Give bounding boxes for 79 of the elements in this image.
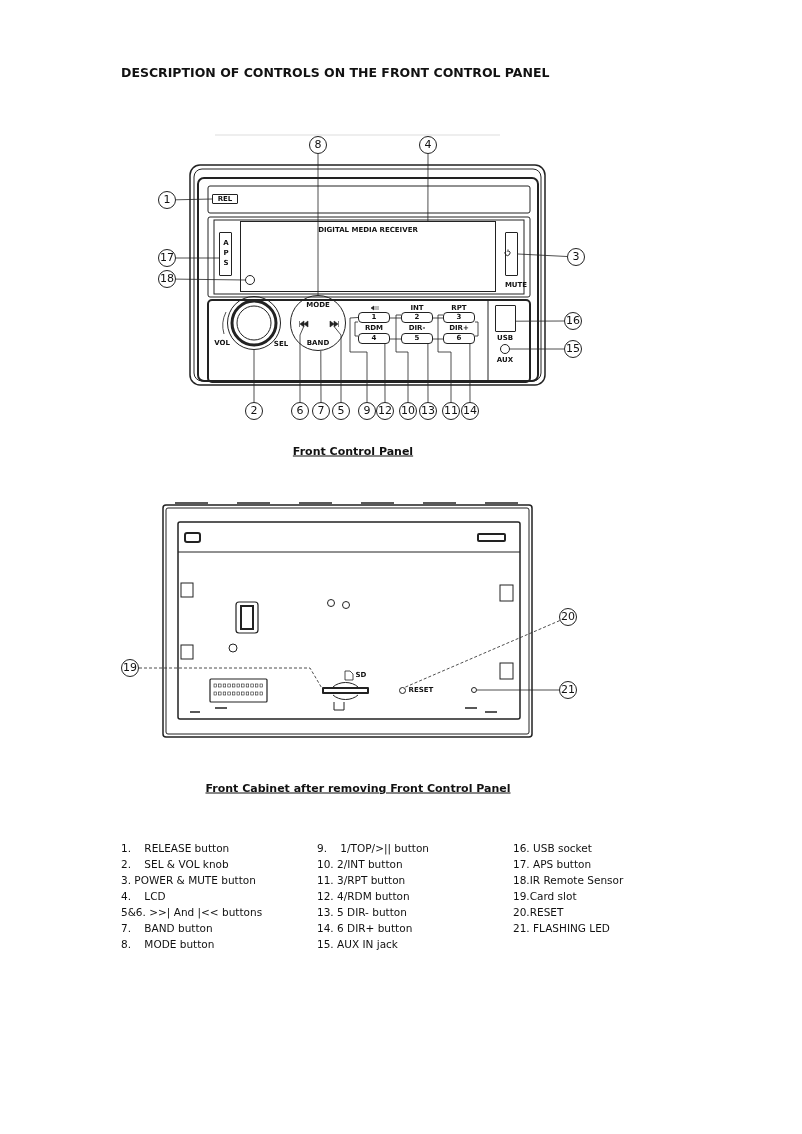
leader-line (469, 343, 471, 403)
description-item: 2. SEL & VOL knob (121, 859, 229, 870)
leader-line (299, 326, 304, 403)
description-item: 1. RELEASE button (121, 843, 230, 854)
callout-number: 10 (399, 402, 417, 420)
description-item: 15. AUX IN jack (317, 939, 398, 950)
callout-number: 9 (358, 402, 376, 420)
description-item: 3. POWER & MUTE button (121, 875, 256, 886)
callout-number: 3 (567, 248, 585, 266)
leader-line (517, 253, 568, 257)
preset-button (358, 312, 390, 323)
callout-number: 12 (376, 402, 394, 420)
preset-button (401, 312, 433, 323)
preset-button (401, 333, 433, 344)
description-item: 13. 5 DIR- button (317, 907, 407, 918)
callout-number: 17 (158, 249, 176, 267)
leader-line (320, 350, 322, 403)
leader-line (253, 349, 255, 403)
callout-number: 11 (442, 402, 460, 420)
callout-number: 7 (312, 402, 330, 420)
description-item: 21. FLASHING LED (513, 923, 610, 934)
leader-line (384, 343, 386, 403)
callout-number: 16 (564, 312, 582, 330)
description-item: 10. 2/INT button (317, 859, 403, 870)
description-item: 18.IR Remote Sensor (513, 875, 624, 886)
description-item: 12. 4/RDM button (317, 891, 410, 902)
description-item: 11. 3/RPT button (317, 875, 406, 886)
leader-line (515, 320, 565, 322)
leader-line (175, 198, 213, 201)
leader-line (427, 343, 429, 403)
callout-number: 8 (309, 136, 327, 154)
leader-line (349, 317, 368, 403)
aps-button (219, 232, 232, 276)
leader-line (476, 689, 560, 691)
leader-line (395, 314, 409, 403)
figure-caption: Front Cabinet after removing Front Control Panel (205, 782, 511, 794)
callout-number: 20 (559, 608, 577, 626)
preset-button (443, 333, 475, 344)
callout-number: 5 (332, 402, 350, 420)
release-button (212, 194, 238, 204)
callout-number: 6 (291, 402, 309, 420)
description-item: 19.Card slot (513, 891, 577, 902)
description-item: 8. MODE button (121, 939, 215, 950)
figure-caption: Front Control Panel (292, 445, 414, 457)
callout-number: 15 (564, 340, 582, 358)
description-item: 5&6. >>| And |<< buttons (121, 907, 263, 918)
description-item: 17. APS button (513, 859, 592, 870)
description-item: 14. 6 DIR+ button (317, 923, 413, 934)
leader-line (437, 314, 452, 403)
description-item: 16. USB socket (513, 843, 592, 854)
leader-line (175, 278, 246, 281)
card-slot (322, 687, 369, 694)
leader-line (404, 620, 561, 688)
page-title: DESCRIPTION OF CONTROLS ON THE FRONT CONTROL PANEL (121, 66, 550, 80)
callout-number: 13 (419, 402, 437, 420)
leader-line (138, 667, 323, 689)
next-icon (330, 321, 339, 327)
callout-number: 18 (158, 270, 176, 288)
description-item: 4. LCD (121, 891, 166, 902)
callout-number: 21 (559, 681, 577, 699)
callout-number: 4 (419, 136, 437, 154)
description-item: 7. BAND button (121, 923, 213, 934)
leader-line (334, 326, 342, 403)
leader-line (509, 348, 565, 350)
description-item: 20.RESET (513, 907, 564, 918)
previous-icon (299, 321, 308, 327)
description-item: 9. 1/TOP/>|| button (317, 843, 429, 854)
power-button (505, 232, 518, 276)
leader-line (317, 153, 319, 296)
preset-button (358, 333, 390, 344)
leader-line (427, 153, 429, 222)
callout-number: 19 (121, 659, 139, 677)
leader-line (175, 257, 220, 259)
preset-button (443, 312, 475, 323)
callout-number: 14 (461, 402, 479, 420)
usb-socket (495, 305, 516, 332)
callout-number: 1 (158, 191, 176, 209)
callout-number: 2 (245, 402, 263, 420)
lcd-display (240, 221, 496, 292)
